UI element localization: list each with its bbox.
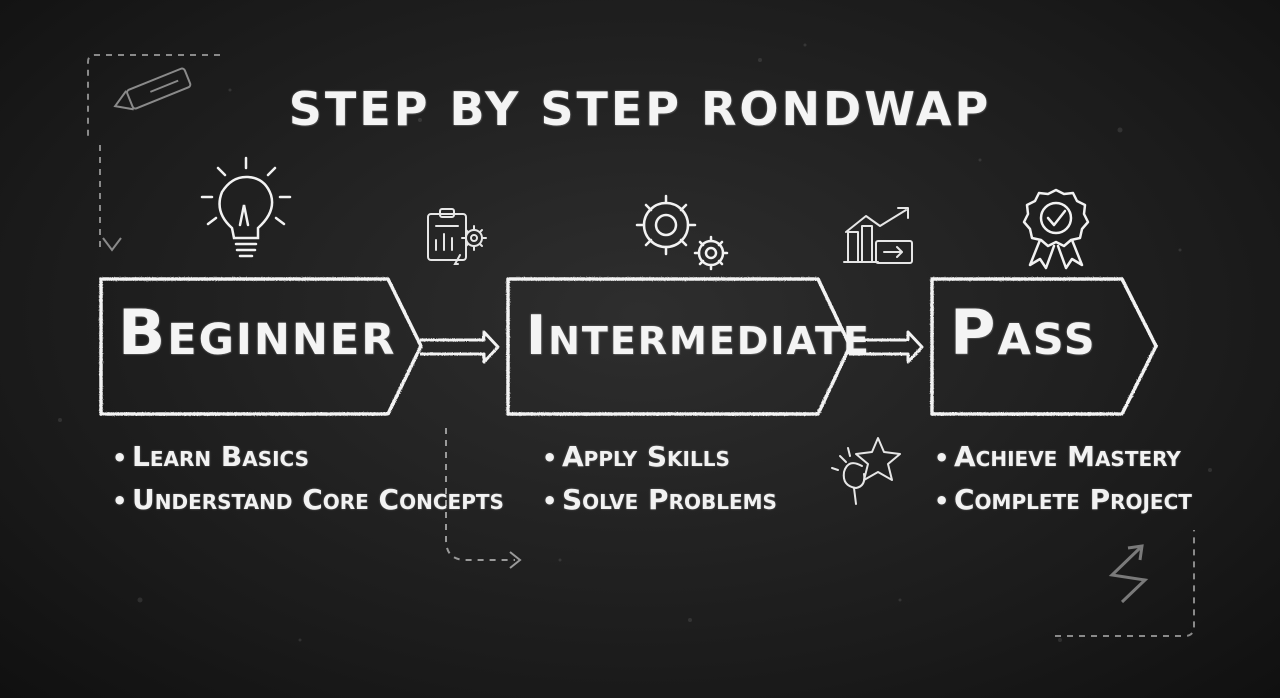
- list-item: Learn Basics: [112, 436, 504, 479]
- dashed-arrow-right-icon: [509, 551, 522, 569]
- pencil-icon: [113, 67, 192, 111]
- stage-intermediate-label: Intermediate: [526, 304, 871, 367]
- stage-intermediate-box: [506, 277, 852, 416]
- dashed-corner-bottom-right: [1055, 530, 1195, 637]
- chalk-dust: [58, 43, 1212, 642]
- lightbulb-icon: [200, 156, 292, 258]
- award-badge-icon: [1022, 188, 1090, 270]
- zigzag-arrow-icon: [1108, 544, 1149, 604]
- pass-bullet-list: Achieve Mastery Complete Project: [934, 436, 1192, 522]
- list-item: Understand Core Concepts: [112, 479, 504, 522]
- list-item: Achieve Mastery: [934, 436, 1192, 479]
- arrow-beginner-to-intermediate: [420, 330, 500, 364]
- stage-beginner-label: Beginner: [118, 296, 397, 369]
- stage-pass-label: Pass: [950, 296, 1097, 369]
- gears-icon: [635, 194, 729, 271]
- star-icon: [831, 437, 901, 505]
- list-item: Apply Skills: [542, 436, 777, 479]
- growth-chart-icon: [843, 207, 913, 264]
- stage-pass-box: [930, 277, 1158, 416]
- dashed-arrow-down-icon: [102, 237, 122, 252]
- list-item: Complete Project: [934, 479, 1192, 522]
- arrow-intermediate-to-pass: [849, 330, 924, 364]
- list-item: Solve Problems: [542, 479, 777, 522]
- dashed-connector-bullets: [445, 428, 515, 561]
- page-title: Step by Step Rondwap: [288, 82, 992, 136]
- beginner-bullet-list: Learn Basics Understand Core Concepts: [112, 436, 504, 522]
- dashed-corner-top-left: [87, 54, 220, 250]
- stage-beginner-box: [99, 277, 423, 416]
- intermediate-bullet-list: Apply Skills Solve Problems: [542, 436, 777, 522]
- clipboard-chart-gear-icon: [427, 208, 487, 265]
